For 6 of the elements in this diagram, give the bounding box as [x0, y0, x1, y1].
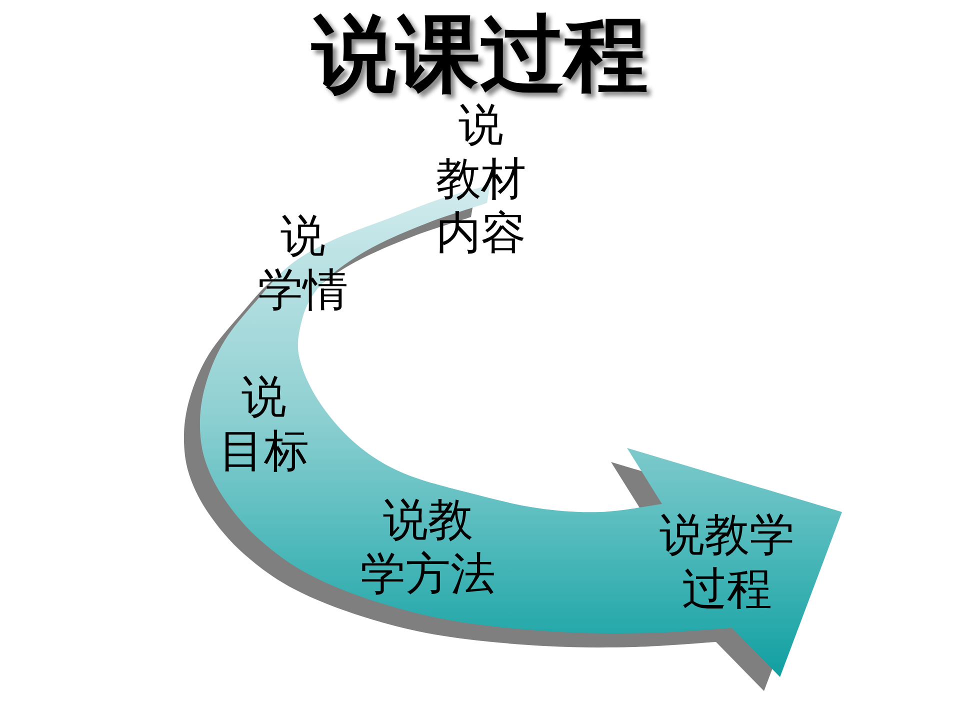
- title: 说课过程: [312, 12, 648, 96]
- step-label: 说教材内容: [436, 98, 526, 260]
- step-label: 说教学过程: [660, 508, 794, 616]
- step-label: 说目标: [219, 370, 309, 478]
- step-label: 说教学方法: [360, 493, 496, 601]
- step-label: 说学情: [258, 209, 348, 317]
